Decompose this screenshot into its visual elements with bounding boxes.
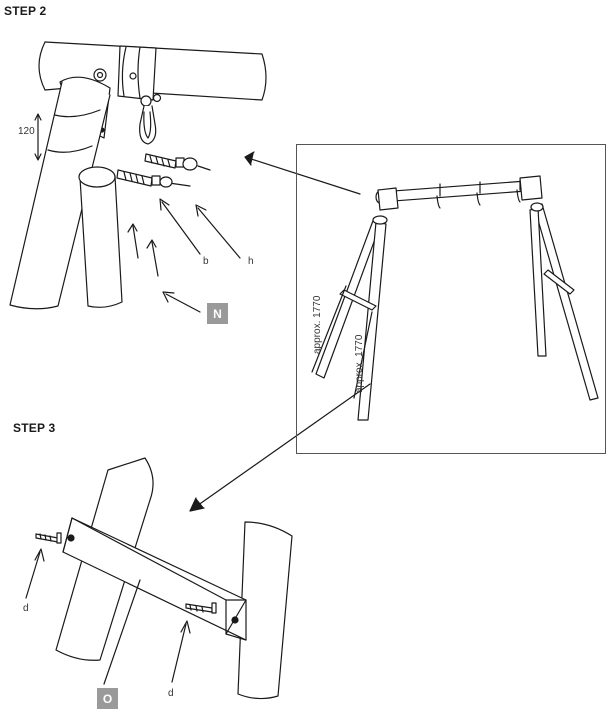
- part-badge-n: N: [207, 303, 228, 324]
- screw-b: [116, 169, 191, 188]
- step3-title: STEP 3: [13, 421, 56, 435]
- callout-arrow-step2: [247, 157, 361, 195]
- step3-post-right: [237, 521, 293, 700]
- inset-frame: [296, 144, 606, 454]
- bracket-hole: [129, 72, 137, 80]
- screw-h: [144, 153, 211, 171]
- arrow-d-left: [25, 551, 41, 599]
- callout-arrow-step3: [193, 383, 371, 509]
- arrow-up-1: [132, 225, 139, 259]
- arrow-n: [165, 293, 201, 313]
- label-b: b: [203, 256, 209, 267]
- arrow-o: [103, 579, 141, 685]
- step2-illustration: [9, 41, 267, 313]
- arrow-b: [161, 201, 201, 255]
- dimension-label-120: 120: [18, 126, 35, 137]
- label-h: h: [248, 256, 254, 267]
- top-beam: [44, 41, 267, 101]
- bolt-head-top: [93, 68, 107, 82]
- arrow-up-2: [151, 241, 159, 277]
- step3-illustration: [25, 457, 293, 700]
- hanger-bracket: [117, 45, 157, 101]
- arrow-h: [197, 207, 241, 259]
- screw-d-bottom: [185, 602, 217, 614]
- step2-title: STEP 2: [4, 4, 47, 18]
- leg-post: [79, 175, 123, 308]
- label-d-bottom: d: [168, 688, 174, 699]
- dimension-label-approx-1: approx. 1770: [312, 295, 323, 354]
- part-badge-o: O: [97, 688, 118, 709]
- screw-d-left: [35, 532, 62, 544]
- inset-swing-frame: [311, 175, 599, 421]
- beam-end-cap: [38, 41, 69, 91]
- leg-left: [9, 81, 111, 310]
- label-d-left: d: [23, 603, 29, 614]
- dimension-label-approx-2: approx. 1770: [354, 334, 365, 393]
- arrow-d-bottom: [171, 623, 187, 683]
